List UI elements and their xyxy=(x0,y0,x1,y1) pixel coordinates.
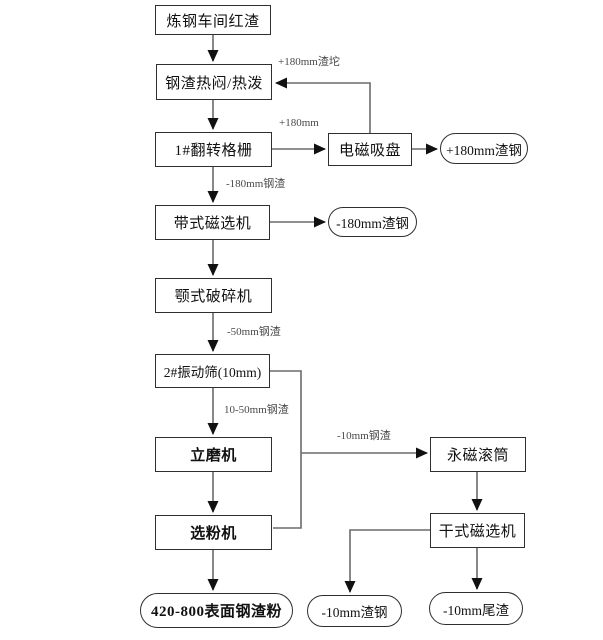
edge-label-minus10-slag: -10mm钢渣 xyxy=(337,430,391,442)
node-powder-classifier: 选粉机 xyxy=(155,515,272,550)
terminal-minus180-slag-steel: -180mm渣钢 xyxy=(328,207,417,237)
edge-label-plus180: +180mm xyxy=(279,117,319,129)
node-belt-magnetic-separator: 带式磁选机 xyxy=(155,205,270,240)
node-steelmaking-red-slag: 炼钢车间红渣 xyxy=(155,5,271,35)
line-screen-classifier-bus xyxy=(270,370,302,529)
node-flip-grid-1: 1#翻转格栅 xyxy=(155,132,272,167)
node-vibrating-screen-2: 2#振动筛(10mm) xyxy=(155,354,270,388)
node-jaw-crusher: 颚式破碎机 xyxy=(155,278,272,313)
terminal-plus180-slag-steel: +180mm渣钢 xyxy=(440,133,528,164)
edge-label-10-50-slag: 10-50mm钢渣 xyxy=(224,404,289,416)
node-dry-magnetic-separator: 干式磁选机 xyxy=(430,513,525,548)
node-electromagnetic-chuck: 电磁吸盘 xyxy=(328,133,412,166)
terminal-surface-slag-powder: 420-800表面钢渣粉 xyxy=(140,593,293,628)
terminal-minus10-slag-steel: -10mm渣钢 xyxy=(307,595,402,627)
arrow-dryseparator-to-minus10steel xyxy=(344,529,430,593)
node-vertical-mill: 立磨机 xyxy=(155,437,272,472)
edge-label-minus180-slag: -180mm钢渣 xyxy=(226,178,286,190)
edge-label-plus180-lump: +180mm渣坨 xyxy=(278,56,340,68)
edge-label-minus50-slag: -50mm钢渣 xyxy=(227,326,281,338)
node-permanent-magnet-drum: 永磁滚筒 xyxy=(430,437,526,472)
node-slag-hot-stew-splash: 钢渣热闷/热泼 xyxy=(156,64,272,100)
terminal-minus10-tailings: -10mm尾渣 xyxy=(429,592,523,625)
